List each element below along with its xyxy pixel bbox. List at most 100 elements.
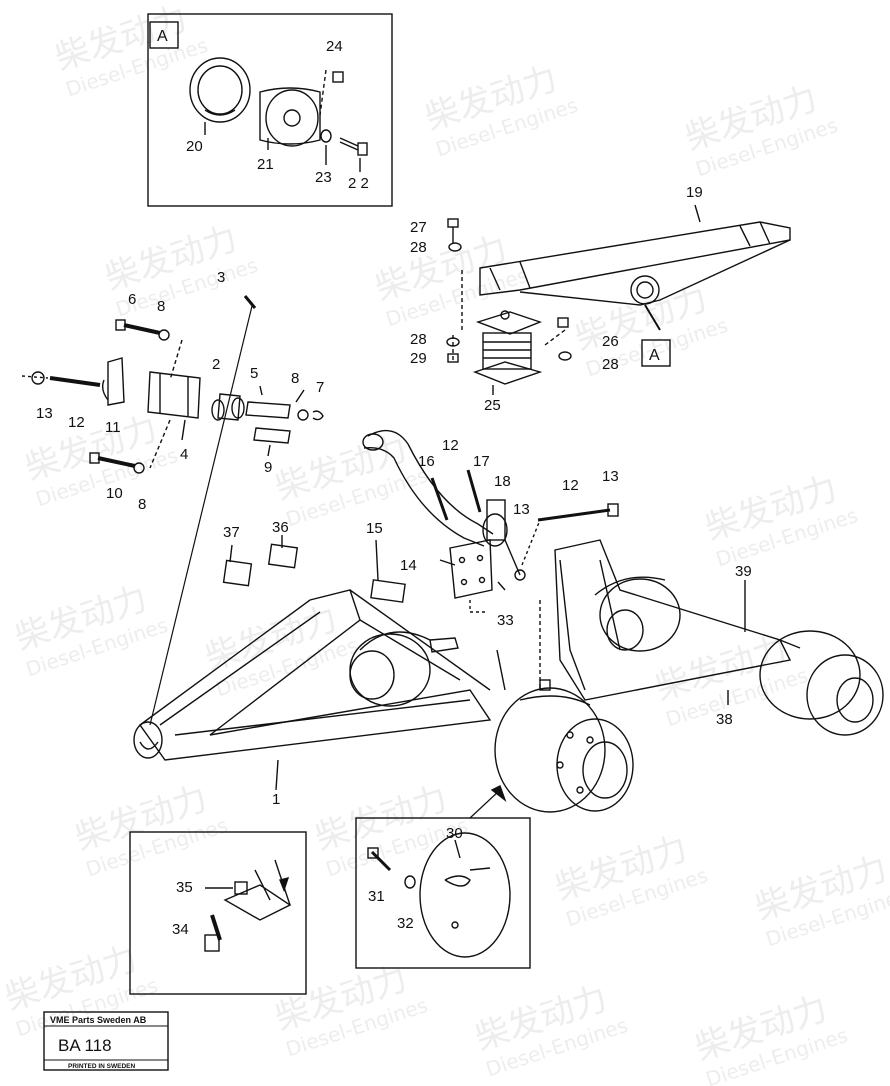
bolt-head-part-34: [204, 934, 220, 952]
bushing-bore-part-21: [283, 109, 301, 127]
callout-29: 29: [410, 350, 427, 367]
small-hardware-26-29: [446, 218, 572, 363]
bushing-inner-part-20: [197, 65, 243, 115]
bolt-part-31: [370, 850, 392, 872]
bolt-head-part-6: [115, 319, 126, 331]
callout-16: 16: [418, 453, 435, 470]
bushing-face-part-21: [265, 89, 319, 147]
callout-8: 8: [291, 370, 299, 387]
callout-12: 12: [442, 437, 459, 454]
callout-26: 26: [602, 333, 619, 350]
nut-part-35: [234, 881, 248, 895]
bracket-part-14: [449, 539, 493, 599]
link-part-13: [504, 539, 521, 576]
detail-a-box: [147, 13, 393, 207]
axle-frame-part-38: [554, 539, 884, 736]
callout-24: 24: [326, 38, 343, 55]
rod-end-part-3: [243, 295, 257, 309]
stamp-printed: PRINTED IN SWEDEN: [68, 1063, 135, 1070]
torque-rod-assembly: [362, 429, 619, 613]
bolt-part-12: [430, 477, 449, 521]
bush-part-18: [486, 499, 506, 541]
clamp-part-11: [107, 357, 125, 406]
callout-15: 15: [366, 520, 383, 537]
plate-part-37: [222, 559, 253, 587]
callout-12: 12: [68, 414, 85, 431]
detail-a-ref-label: A: [649, 347, 660, 364]
axle-frame-part-1: [133, 535, 634, 813]
shield-part-30: [419, 832, 511, 958]
rubber-spring-part-25: [452, 270, 566, 395]
washer-part-8: [133, 462, 145, 474]
washer-part-28: [446, 337, 460, 347]
callout-18: 18: [494, 473, 511, 490]
drawing-stamp: VME Parts Sweden AB BA 118 PRINTED IN SW…: [43, 1011, 169, 1071]
detail-box-brake-shield: [355, 785, 531, 969]
bolt-part-17: [466, 469, 482, 513]
callout-13: 13: [602, 468, 619, 485]
callout-2: 2: [212, 356, 220, 373]
callout-20: 20: [186, 138, 203, 155]
detail-a-leaders: [204, 122, 361, 172]
callout-21: 21: [257, 156, 274, 173]
callout-28: 28: [410, 331, 427, 348]
callout-35: 35: [176, 879, 193, 896]
link-part-5: [245, 401, 291, 419]
washer-part-8: [158, 329, 170, 341]
callout-13: 13: [36, 405, 53, 422]
link-part-9: [253, 427, 291, 444]
plate-part-15: [370, 579, 406, 603]
callout-7: 7: [316, 379, 324, 396]
callout-6: 6: [128, 291, 136, 308]
callout-17: 17: [473, 453, 490, 470]
washer-part-23: [320, 129, 332, 143]
detail-box-bracket: [129, 831, 307, 995]
detail-a-frame: [147, 13, 393, 207]
bolt-part-10: [97, 456, 136, 468]
detail-a-label-box: [149, 21, 179, 49]
nut-part-13: [607, 503, 619, 517]
callout-30: 30: [446, 825, 463, 842]
callout-numbers: 1 2 3 4 5 6 7 8 8 8 9 10 11 12 12 12 13 …: [36, 38, 752, 938]
callout-9: 9: [264, 459, 272, 476]
rod-part-3: [149, 305, 253, 726]
callout-39: 39: [735, 563, 752, 580]
bolt-part-26: [557, 317, 569, 328]
callout-11: 11: [105, 419, 121, 436]
callout-13: 13: [513, 501, 530, 518]
callout-27: 27: [410, 219, 427, 236]
callout-10: 10: [106, 485, 123, 502]
callout-19: 19: [686, 184, 703, 201]
nut-part-24: [332, 71, 344, 83]
bushing-part-21: [259, 87, 321, 145]
callout-23: 23: [315, 169, 332, 186]
callout-32: 32: [397, 915, 414, 932]
bushing-shade-part-20: [204, 109, 236, 116]
washer-part-28: [558, 351, 572, 361]
stamp-code: BA 118: [58, 1036, 112, 1055]
callout-12: 12: [562, 477, 579, 494]
bush-part-2: [217, 393, 241, 421]
nut-part-13: [31, 371, 45, 385]
clip-part-7: [312, 410, 324, 421]
callout-22: 2 2: [348, 175, 369, 192]
torque-rod-part-16: [367, 429, 494, 535]
bolt-part-27: [447, 218, 459, 228]
bolt-head-part-22: [357, 142, 368, 156]
bracket-part-4: [147, 371, 201, 419]
bolt-head-part-10: [89, 452, 100, 464]
bushing-outer-part-20: [189, 57, 251, 123]
equalizer-beam-part-19: [479, 204, 791, 331]
washer-part-32: [404, 875, 416, 889]
callout-5: 5: [250, 365, 258, 382]
callout-37: 37: [223, 524, 240, 541]
callout-34: 34: [172, 921, 189, 938]
callout-14: 14: [400, 557, 417, 574]
nut-part-29: [447, 353, 459, 363]
plate-part-36: [267, 543, 299, 569]
leader-part-24: [319, 69, 327, 116]
washer-part-8: [297, 409, 309, 421]
callout-28: 28: [410, 239, 427, 256]
stamp-company: VME Parts Sweden AB: [50, 1015, 147, 1025]
